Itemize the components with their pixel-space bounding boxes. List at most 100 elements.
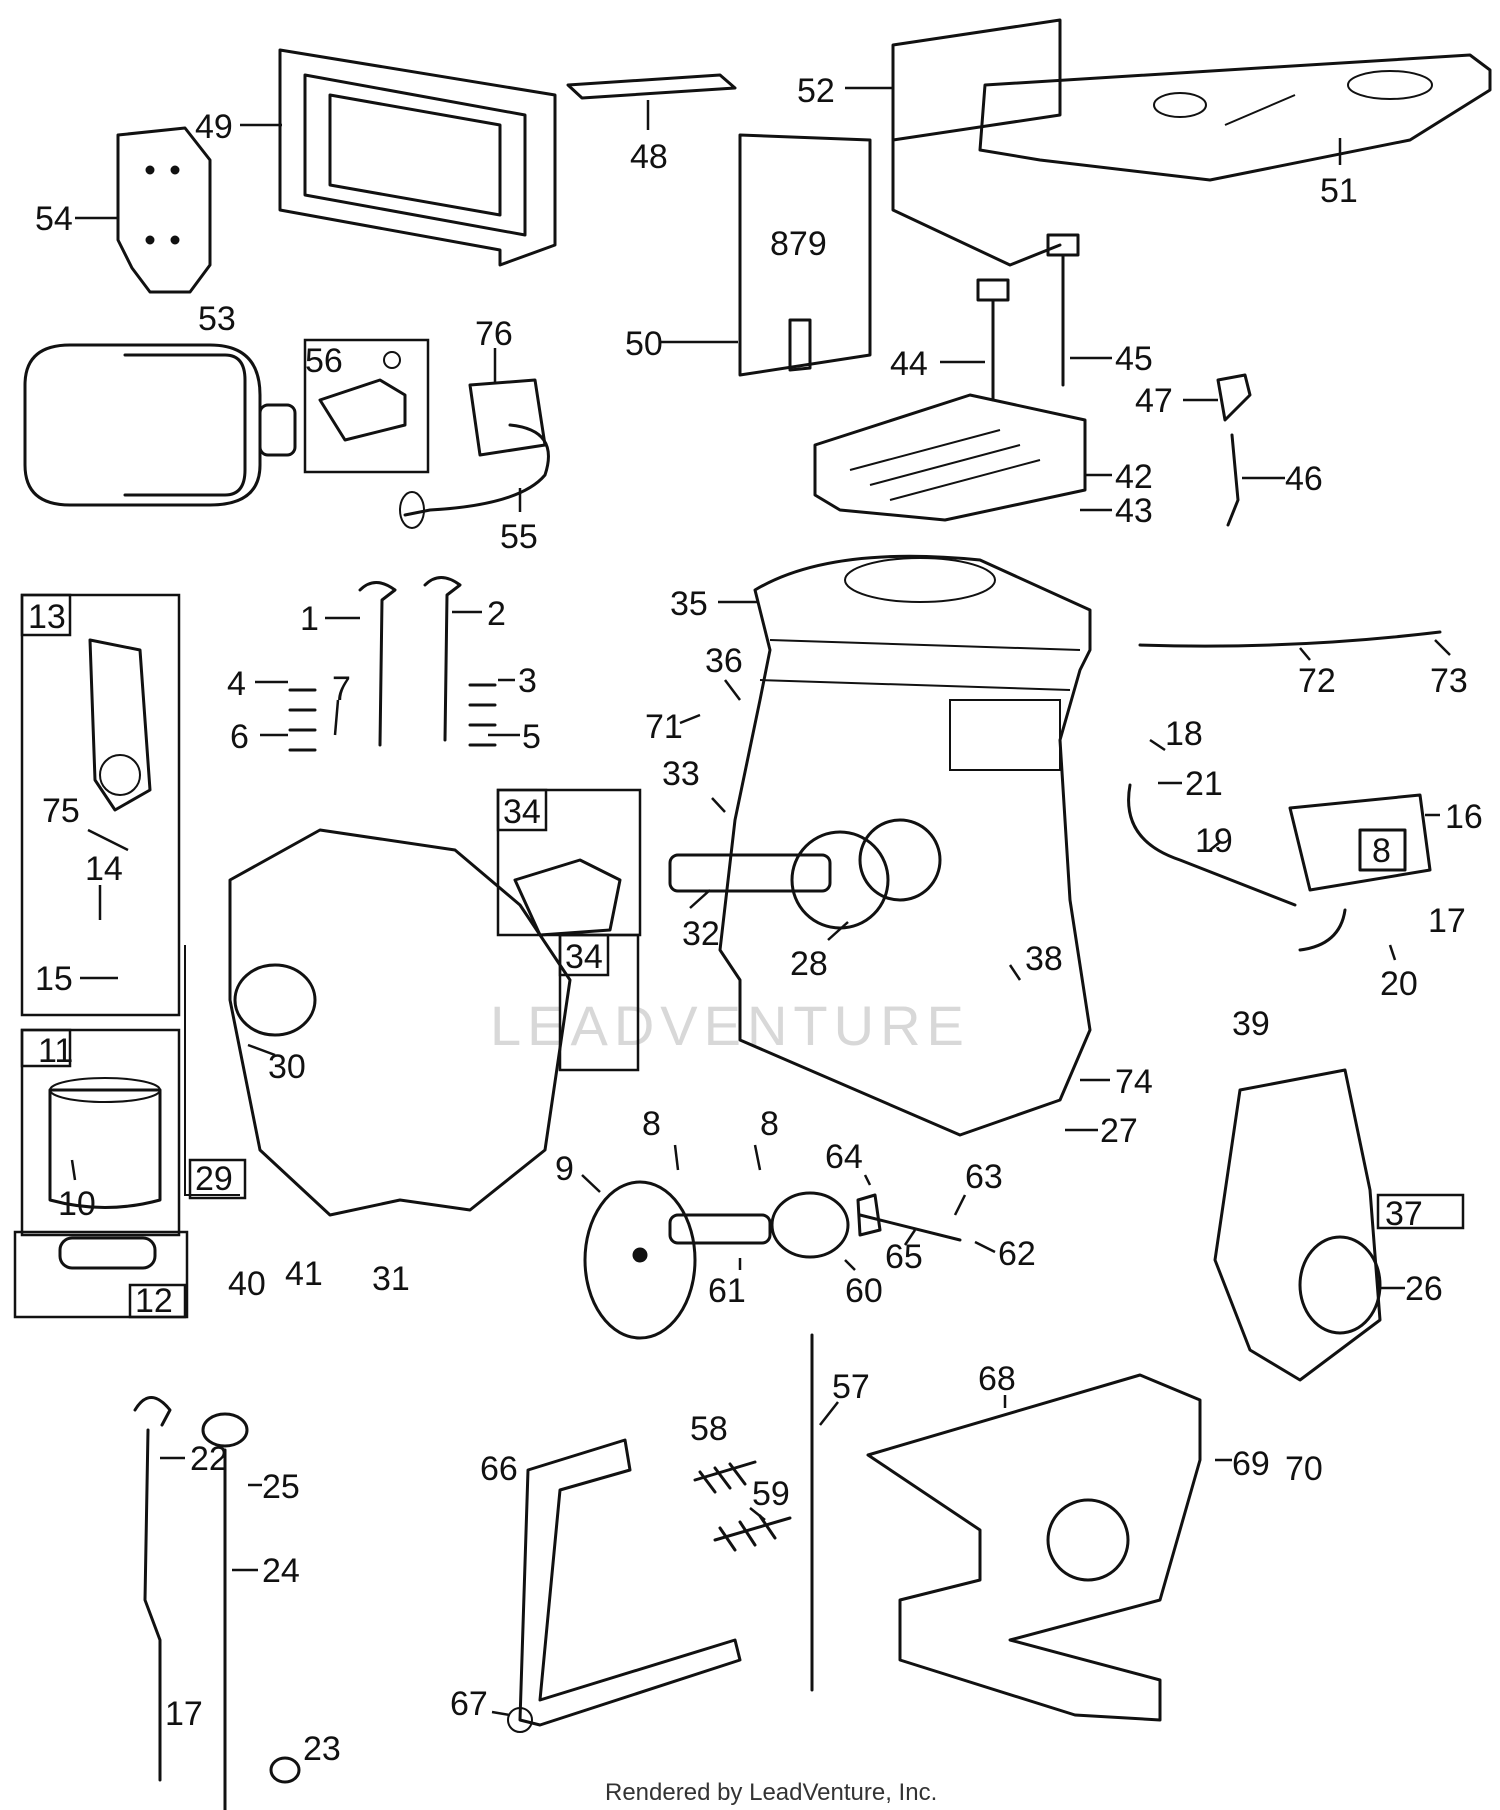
- callout-12: 12: [135, 1282, 173, 1320]
- part-54-bracket: [116, 126, 212, 294]
- callout-21: 21: [1185, 765, 1223, 803]
- part-37-sump-cover: [1213, 1068, 1465, 1382]
- callout-11: 11: [38, 1032, 73, 1070]
- part-46-47-spark-plug: [1216, 373, 1252, 527]
- part-48-strip: [566, 73, 737, 100]
- part-65-governor-shaft: [856, 1193, 962, 1242]
- callout-38: 38: [1025, 940, 1063, 978]
- callout-34-bottom: 34: [565, 938, 603, 976]
- callout-69: 69: [1232, 1445, 1270, 1483]
- callout-42: 42: [1115, 458, 1153, 496]
- callout-40: 40: [228, 1265, 266, 1303]
- callout-8-left: 8: [642, 1105, 661, 1143]
- callout-73: 73: [1430, 662, 1468, 700]
- callout-labels: 49 48 52 51 54 53 56 76 55 50 44 45 47 4…: [28, 72, 1483, 1768]
- callout-17-top: 17: [1428, 902, 1466, 940]
- callout-28: 28: [790, 945, 828, 983]
- part-19-20-breather-tube: [1127, 783, 1347, 952]
- callout-6: 6: [230, 718, 249, 756]
- part-13-connecting-rod: [20, 593, 181, 1017]
- callout-1: 1: [300, 600, 319, 638]
- part-22-24-25-dipstick: [133, 1396, 249, 1810]
- callout-16: 16: [1445, 798, 1483, 836]
- callout-18: 18: [1165, 715, 1203, 753]
- part-49-frame: [278, 48, 557, 267]
- callout-35: 35: [670, 585, 708, 623]
- callout-29: 29: [195, 1160, 233, 1198]
- callout-20: 20: [1380, 965, 1418, 1003]
- callout-74: 74: [1115, 1063, 1153, 1101]
- callout-58: 58: [690, 1410, 728, 1448]
- part-1-2-valves: [288, 576, 497, 752]
- part-29-crankcase-cover: [184, 828, 572, 1217]
- callout-4: 4: [227, 665, 246, 703]
- callout-19: 19: [1195, 822, 1233, 860]
- part-11-piston: [20, 1028, 181, 1237]
- callout-41: 41: [285, 1255, 323, 1293]
- callout-22: 22: [190, 1440, 228, 1478]
- credit-text: Rendered by LeadVenture, Inc.: [605, 1779, 937, 1806]
- callout-51: 51: [1320, 172, 1358, 210]
- part-68-control-bracket: [866, 1373, 1202, 1722]
- callout-31: 31: [372, 1260, 410, 1298]
- watermark-text: LEADVENTURE: [490, 994, 970, 1057]
- callout-57: 57: [832, 1368, 870, 1406]
- callout-75: 75: [42, 792, 80, 830]
- part-56-elbow: [303, 338, 430, 474]
- callout-17-bottom: 17: [165, 1695, 203, 1733]
- callout-47: 47: [1135, 382, 1173, 420]
- callout-39: 39: [1232, 1005, 1270, 1043]
- callout-65: 65: [885, 1238, 923, 1276]
- callout-76: 76: [475, 315, 513, 353]
- callout-54: 54: [35, 200, 73, 238]
- callout-66: 66: [480, 1450, 518, 1488]
- callout-13: 13: [28, 598, 66, 636]
- callout-3: 3: [518, 662, 537, 700]
- callout-27: 27: [1100, 1112, 1138, 1150]
- part-66-control-lever: [507, 1438, 742, 1733]
- callout-32: 32: [682, 915, 720, 953]
- callout-26: 26: [1405, 1270, 1443, 1308]
- callout-15: 15: [35, 960, 73, 998]
- callout-55: 55: [500, 518, 538, 556]
- part-9-cam-gear: [583, 1180, 772, 1340]
- callout-49: 49: [195, 108, 233, 146]
- part-28-crankshaft: [668, 818, 942, 930]
- callout-62: 62: [998, 1235, 1036, 1273]
- callout-33: 33: [662, 755, 700, 793]
- callout-68: 68: [978, 1360, 1016, 1398]
- baffle-stamp: 879: [770, 225, 827, 263]
- callout-34-top: 34: [503, 793, 541, 831]
- callout-70: 70: [1285, 1450, 1323, 1488]
- callout-10: 10: [58, 1185, 96, 1223]
- callout-45: 45: [1115, 340, 1153, 378]
- part-44-45-bolts: [976, 233, 1080, 402]
- callout-44: 44: [890, 345, 928, 383]
- part-23-cap: [269, 1756, 301, 1784]
- part-52-51-shroud: [891, 18, 1492, 267]
- breather-stamp: 8: [1372, 832, 1391, 870]
- callout-36: 36: [705, 642, 743, 680]
- part-42-cylinder-head: [813, 393, 1087, 522]
- part-58-59-springs: [693, 1460, 792, 1552]
- callout-64: 64: [825, 1138, 863, 1176]
- callout-60: 60: [845, 1272, 883, 1310]
- callout-30: 30: [268, 1048, 306, 1086]
- callout-14: 14: [85, 850, 123, 888]
- callout-50: 50: [625, 325, 663, 363]
- part-16-breather: 8: [1288, 793, 1432, 892]
- callout-71: 71: [645, 708, 683, 746]
- part-12-piston-pin: [13, 1230, 189, 1319]
- callout-67: 67: [450, 1685, 488, 1723]
- callout-59: 59: [752, 1475, 790, 1513]
- callout-37: 37: [1385, 1195, 1423, 1233]
- part-53-muffler: [23, 343, 297, 507]
- callout-23: 23: [303, 1730, 341, 1768]
- callout-53: 53: [198, 300, 236, 338]
- part-60-governor: [770, 1191, 850, 1259]
- callout-63: 63: [965, 1158, 1003, 1196]
- callout-7: 7: [332, 670, 351, 708]
- callout-2: 2: [487, 595, 506, 633]
- callout-8-right: 8: [760, 1105, 779, 1143]
